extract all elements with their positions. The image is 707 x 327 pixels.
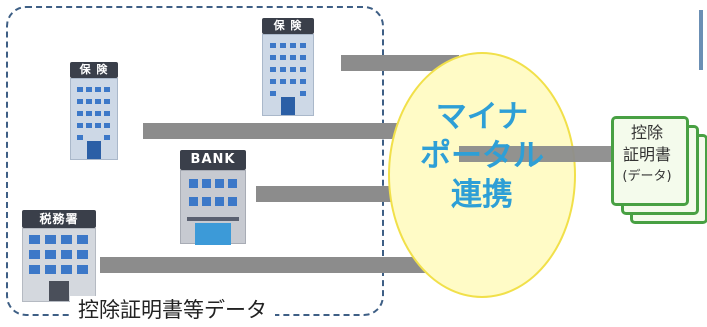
insurance-building-2: 保 険 [262,18,314,116]
doc-line-1: 控除 [630,123,663,142]
connector-insurance-1 [143,123,459,139]
building-body [180,170,246,245]
insurance-sign-1: 保 険 [70,62,118,78]
tax-office-windows-icon [29,235,88,301]
insurance-sign-2: 保 険 [262,18,314,34]
connector-insurance-2 [341,55,459,71]
bank-sign: BANK [180,150,246,170]
insurance-building-1: 保 険 [70,62,118,160]
building-body [22,228,96,302]
myna-portal-label: マイナ ポータル 連携 [388,98,576,215]
portal-line-2: ポータル [420,138,544,174]
doc-line-3: (データ) [622,169,672,184]
myna-portal-ellipse [388,52,576,298]
building-body [70,78,118,160]
doc-line-2: 証明書 [622,145,671,164]
tax-office-sign: 税務署 [22,210,96,228]
building-body [262,34,314,116]
building-windows-icon [77,87,110,159]
bank-building: BANK [180,150,246,245]
deduction-certificate-label: 控除 証明書 (データ) [611,122,683,188]
tax-office-building: 税務署 [22,210,96,302]
building-windows-icon [270,43,306,115]
bank-windows-icon [187,179,239,245]
portal-line-1: マイナ [435,99,529,135]
portal-line-3: 連携 [451,177,513,213]
document-stack-front [611,116,689,206]
organizations-caption: 控除証明書等データ [70,296,275,324]
cropped-edge-fragment [699,10,703,70]
connector-tax-office [100,257,459,273]
